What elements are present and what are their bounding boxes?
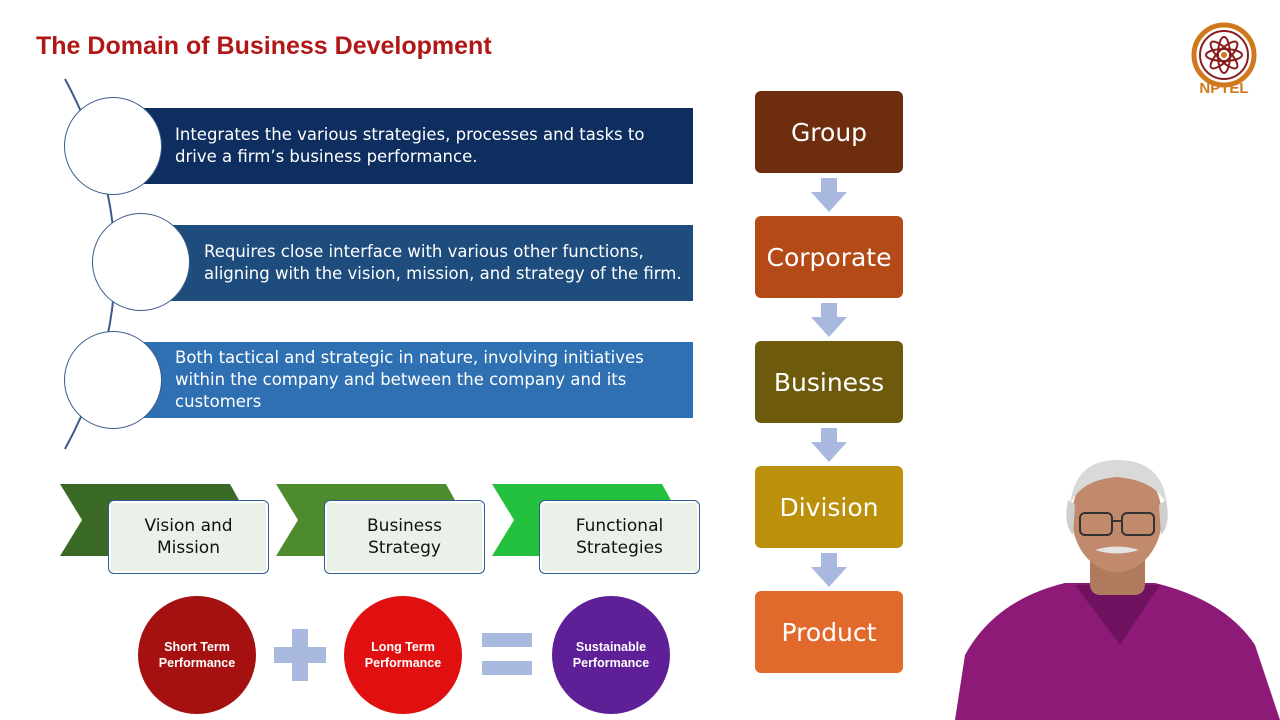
hierarchy-product-box: Product [755, 591, 903, 673]
banner-2-circle [92, 213, 190, 311]
banner-3-text: Both tactical and strategic in nature, i… [175, 347, 685, 413]
chevron-3-label: Functional Strategies [542, 503, 697, 571]
plus-icon [274, 629, 326, 681]
hierarchy-division-box: Division [755, 466, 903, 548]
sustainable-performance-circle: Sustainable Performance [552, 596, 670, 714]
down-arrow-icon [811, 428, 847, 462]
short-term-performance-circle: Short Term Performance [138, 596, 256, 714]
banner-1-circle [64, 97, 162, 195]
banner-1-text: Integrates the various strategies, proce… [175, 124, 685, 168]
banner-3-circle [64, 331, 162, 429]
down-arrow-icon [811, 303, 847, 337]
banner-1: Integrates the various strategies, proce… [140, 108, 693, 184]
hierarchy-business-box: Business [755, 341, 903, 423]
banner-2: Requires close interface with various ot… [168, 225, 693, 301]
banner-2-text: Requires close interface with various ot… [204, 241, 685, 285]
banner-3: Both tactical and strategic in nature, i… [140, 342, 693, 418]
long-term-performance-circle: Long Term Performance [344, 596, 462, 714]
equals-icon [482, 633, 532, 675]
nptel-logo-text: NPTEL [1188, 80, 1260, 97]
slide-title: The Domain of Business Development [36, 32, 492, 61]
presenter-video-icon [955, 455, 1280, 720]
down-arrow-icon [811, 553, 847, 587]
down-arrow-icon [811, 178, 847, 212]
hierarchy-corporate-box: Corporate [755, 216, 903, 298]
chevron-2-label: Business Strategy [327, 503, 482, 571]
chevron-1-label: Vision and Mission [111, 503, 266, 571]
hierarchy-group-box: Group [755, 91, 903, 173]
